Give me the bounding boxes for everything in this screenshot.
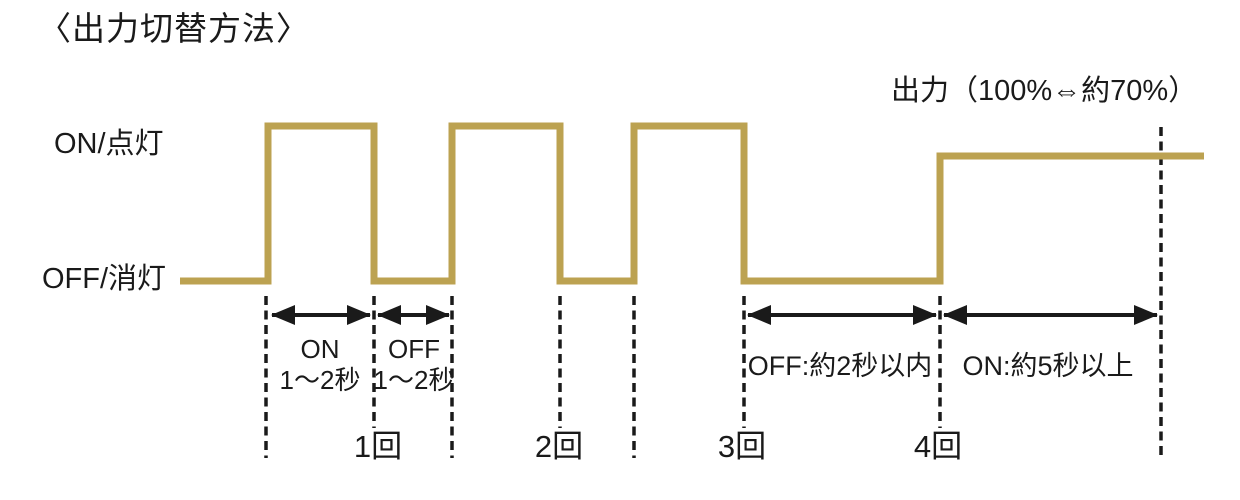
on-duration-line1: ON <box>300 334 340 364</box>
on-hold-label: ON:約5秒以上 <box>962 351 1134 381</box>
count-label-1: 1回 <box>353 429 403 464</box>
on-duration-label: ON 1〜2秒 <box>280 334 361 396</box>
off-duration-label: OFF 1〜2秒 <box>374 334 455 396</box>
off-duration-line2: 1〜2秒 <box>373 365 455 395</box>
axis-label-off: OFF/消灯 <box>42 263 167 295</box>
axis-label-on: ON/点灯 <box>54 128 164 160</box>
count-label-3: 3回 <box>717 429 767 464</box>
count-label-4: 4回 <box>913 429 963 464</box>
output-range-label: 出力（100%⇔約70%） <box>891 75 1198 107</box>
count-label-2: 2回 <box>534 429 584 464</box>
off-within-label: OFF:約2秒以内 <box>747 351 933 381</box>
diagram-title: 〈出力切替方法〉 <box>38 10 310 47</box>
off-duration-line1: OFF <box>387 334 440 364</box>
dashed-guide-lines <box>264 127 1163 458</box>
waveform-line <box>180 122 1204 285</box>
on-duration-line2: 1〜2秒 <box>279 365 361 395</box>
